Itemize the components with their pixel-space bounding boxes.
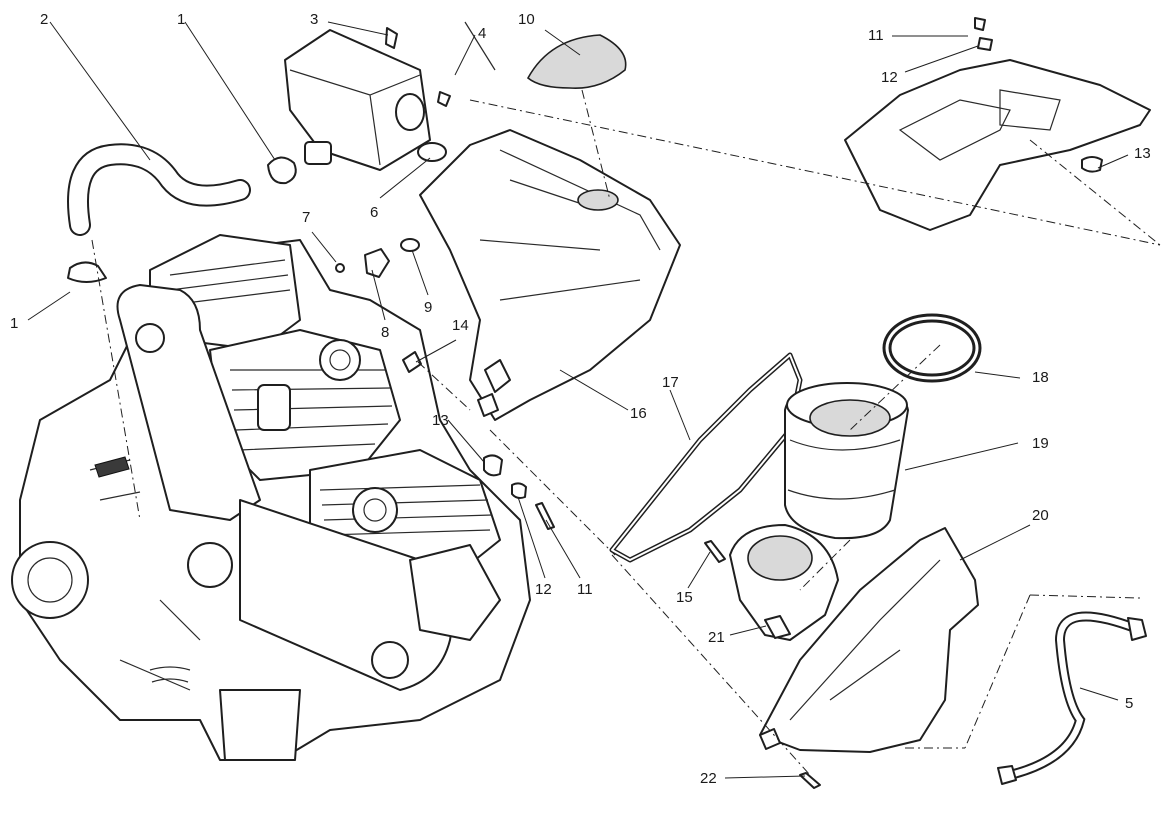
- callout-10: 10: [518, 11, 535, 28]
- callout-2: 2: [40, 11, 49, 28]
- callout-18: 18: [1032, 369, 1049, 386]
- airbox-duct: [419, 129, 681, 421]
- engine-block: [11, 234, 531, 761]
- callout-5: 5: [1125, 695, 1134, 712]
- filter-seat: [729, 524, 839, 641]
- sensor-parts: [335, 238, 422, 373]
- callout-9: 9: [424, 299, 433, 316]
- callout-7: 7: [302, 209, 311, 226]
- callout-21: 21: [708, 629, 725, 646]
- callout-19: 19: [1032, 435, 1049, 452]
- callout-8: 8: [381, 324, 390, 341]
- assembly-lines: [91, 89, 1161, 776]
- callout-13: 13: [1134, 145, 1151, 162]
- fasteners: [483, 454, 821, 789]
- callout-17: 17: [662, 374, 679, 391]
- callout-15: 15: [676, 589, 693, 606]
- callout-13: 13: [432, 412, 449, 429]
- air-filter: [784, 382, 909, 540]
- callout-12: 12: [535, 581, 552, 598]
- breather-hose: [67, 143, 297, 283]
- breather-box: [284, 21, 496, 171]
- leader-lines: [27, 21, 1129, 779]
- callout-1: 1: [10, 315, 19, 332]
- callout-11: 11: [868, 27, 884, 44]
- airbox-lower: [759, 527, 979, 753]
- callout-6: 6: [370, 204, 379, 221]
- callout-20: 20: [1032, 507, 1049, 524]
- callout-22: 22: [700, 770, 717, 787]
- callout-12: 12: [881, 69, 898, 86]
- callout-14: 14: [452, 317, 469, 334]
- callout-3: 3: [310, 11, 319, 28]
- breather-pipe: [997, 611, 1147, 785]
- callout-4: 4: [478, 25, 487, 42]
- duct-cap: [526, 34, 627, 89]
- callout-16: 16: [630, 405, 647, 422]
- callout-1: 1: [177, 11, 186, 28]
- filter-gasket: [609, 352, 803, 563]
- mounting-bracket: [844, 17, 1151, 231]
- filter-ring: [882, 313, 982, 383]
- callout-11: 11: [577, 581, 593, 598]
